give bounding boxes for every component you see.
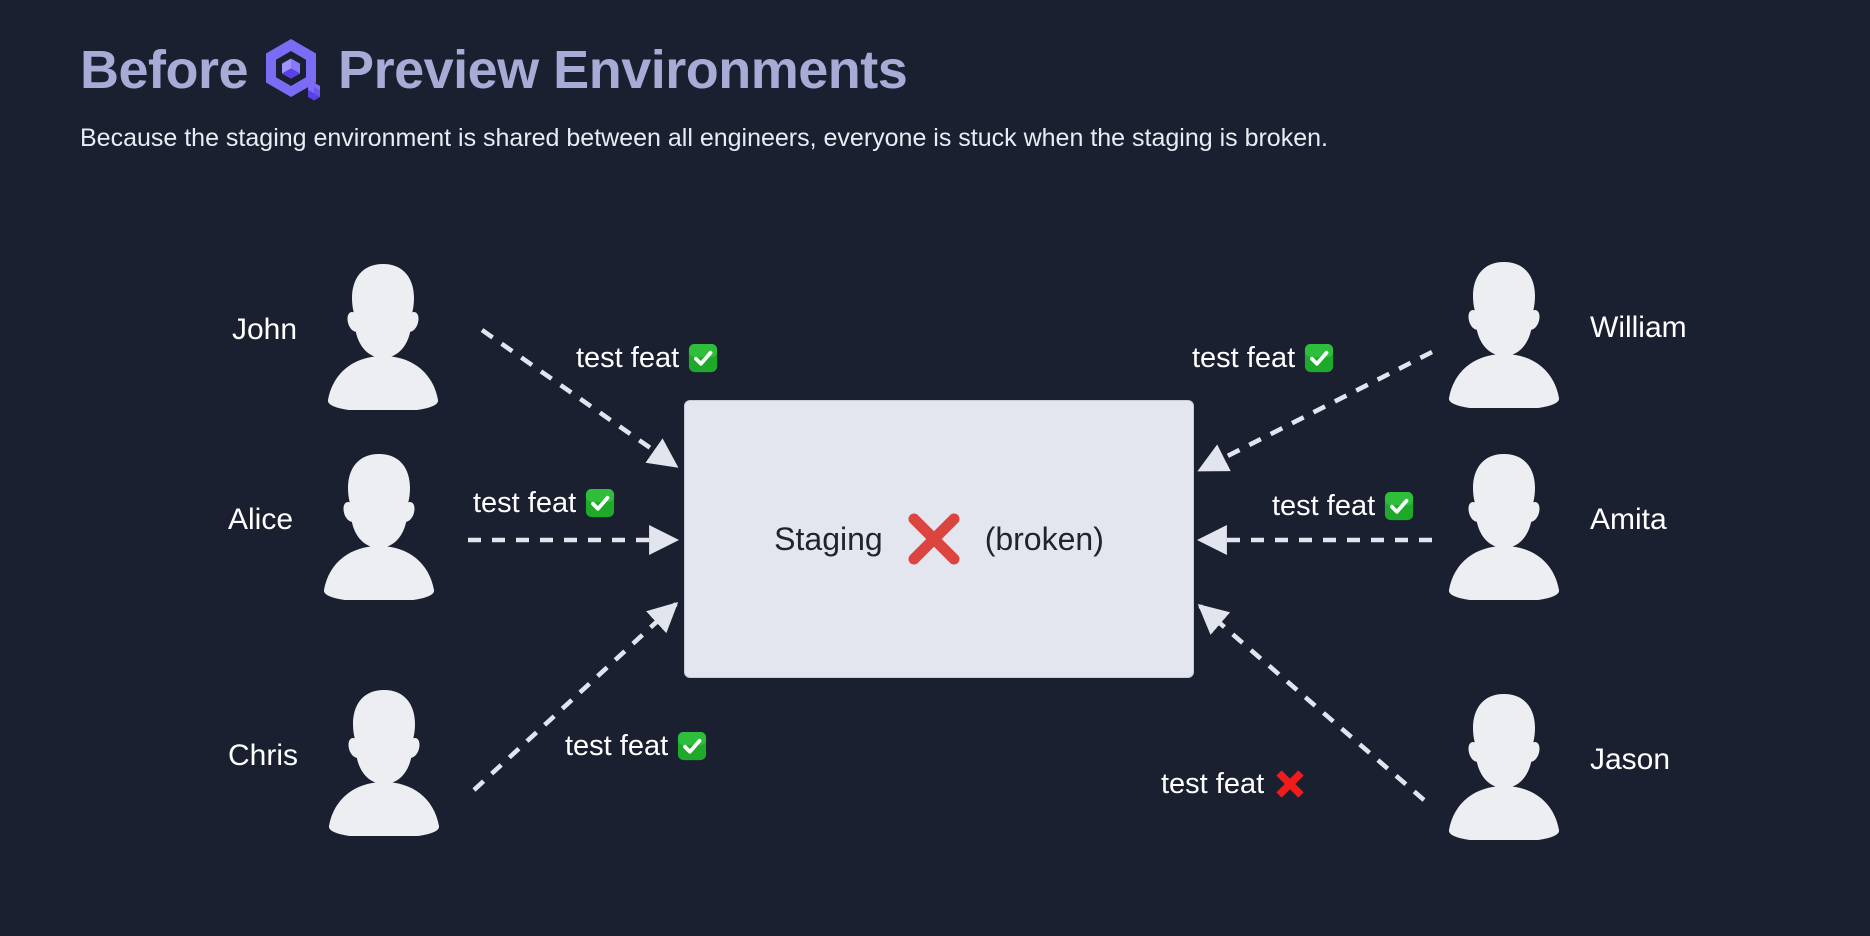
red-cross-mark-icon bbox=[1276, 770, 1304, 798]
edge-label-john: test feat bbox=[576, 343, 718, 373]
green-check-mark-icon bbox=[678, 731, 707, 761]
person-name-alice: Alice bbox=[228, 503, 294, 536]
person-name-chris: Chris bbox=[228, 739, 299, 772]
person-john[interactable]: John bbox=[232, 250, 463, 410]
edge-label-jason-text: test feat bbox=[1161, 767, 1265, 800]
broken-x-icon bbox=[908, 513, 960, 565]
person-name-amita: Amita bbox=[1590, 503, 1667, 536]
person-jason[interactable]: Jason bbox=[1424, 680, 1670, 840]
edge-chris-to-staging bbox=[472, 601, 679, 792]
person-name-jason: Jason bbox=[1590, 743, 1671, 776]
green-check-mark-icon bbox=[1385, 491, 1414, 521]
title-rest-text: Preview Environments bbox=[338, 40, 908, 100]
person-amita[interactable]: Amita bbox=[1424, 440, 1667, 600]
edge-label-john-text: test feat bbox=[576, 341, 680, 374]
edge-label-william-text: test feat bbox=[1192, 341, 1296, 374]
person-chris[interactable]: Chris bbox=[228, 676, 464, 836]
green-check-mark-icon bbox=[689, 343, 718, 373]
user-silhouette-icon bbox=[328, 264, 439, 410]
edge-label-jason: test feat bbox=[1161, 767, 1307, 801]
user-silhouette-icon bbox=[329, 690, 440, 836]
edge-label-chris: test feat bbox=[565, 731, 707, 761]
user-silhouette-icon bbox=[1448, 694, 1560, 840]
edge-label-alice: test feat bbox=[473, 488, 615, 518]
green-check-mark-icon bbox=[1305, 343, 1334, 373]
edge-label-alice-text: test feat bbox=[473, 486, 577, 519]
page-title: Before Preview Environments bbox=[80, 34, 1380, 106]
person-alice[interactable]: Alice bbox=[228, 440, 459, 600]
user-silhouette-icon bbox=[324, 454, 435, 600]
page-subtitle: Because the staging environment is share… bbox=[80, 124, 1328, 152]
edge-label-william: test feat bbox=[1192, 343, 1334, 373]
staging-status-text: (broken) bbox=[984, 521, 1104, 557]
edge-label-chris-text: test feat bbox=[565, 729, 669, 762]
title-before-text: Before bbox=[80, 40, 249, 100]
green-check-mark-icon bbox=[586, 488, 615, 518]
preview-environments-logo-icon bbox=[266, 39, 321, 101]
page-header: Before Preview Environments Because the … bbox=[80, 34, 1380, 156]
staging-label: Staging bbox=[774, 521, 883, 557]
person-william[interactable]: William bbox=[1424, 248, 1687, 408]
user-silhouette-icon bbox=[1448, 262, 1560, 408]
person-name-john: John bbox=[232, 313, 298, 346]
edge-label-amita: test feat bbox=[1272, 491, 1414, 521]
staging-environment-node[interactable]: Staging (broken) bbox=[684, 400, 1194, 678]
user-silhouette-icon bbox=[1448, 454, 1560, 600]
person-name-william: William bbox=[1590, 311, 1687, 344]
edge-label-amita-text: test feat bbox=[1272, 489, 1376, 522]
